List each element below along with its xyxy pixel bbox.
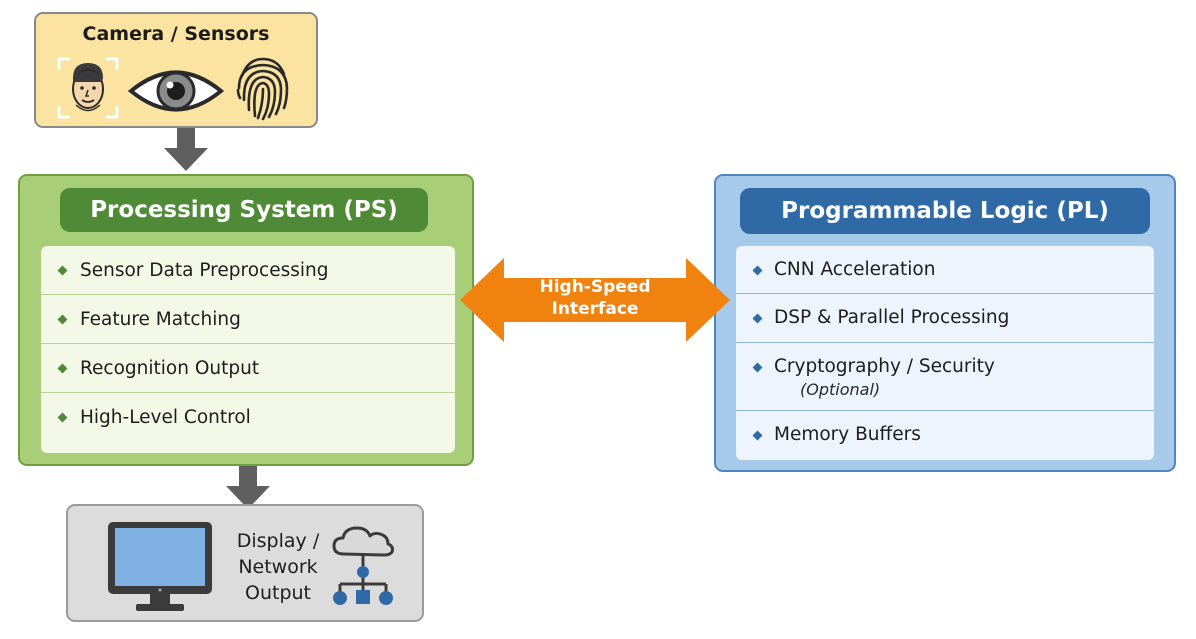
list-item: High-Level Control [41,393,455,442]
diamond-bullet-icon [752,362,763,373]
output-label-line1: Display / [236,530,320,552]
programmable-logic-block: Programmable Logic (PL) CNN Acceleration… [714,174,1176,472]
processing-system-title: Processing System (PS) [60,188,428,232]
diamond-bullet-icon [57,265,68,275]
monitor-icon [108,522,212,611]
list-item-label: High-Level Control [80,407,251,428]
interface-label-line1: High-Speed [539,277,651,297]
output-label-line3: Output [245,582,311,604]
arrow-down-icon [164,128,208,171]
list-item: Feature Matching [41,295,455,344]
camera-sensors-title: Camera / Sensors [82,23,270,45]
cloud-network-icon [332,526,394,605]
camera-sensors-block: Camera / Sensors [34,12,318,128]
list-item: Memory Buffers [736,411,1154,458]
diamond-bullet-icon [752,265,763,276]
output-label: Display / Network Output [226,528,330,606]
output-label-line2: Network [238,556,318,578]
diamond-bullet-icon [57,412,68,423]
diamond-bullet-icon [752,313,763,324]
interface-label-line2: Interface [551,299,639,319]
list-item-label: Recognition Output [80,357,260,379]
list-item-label: CNN Acceleration [774,259,936,280]
bidirectional-arrow-icon [460,258,730,342]
diamond-bullet-icon [57,363,68,373]
list-item-label: DSP & Parallel Processing [774,307,1010,328]
list-item-note: (Optional) [800,380,881,399]
list-item: Cryptography / Security (Optional) [736,343,1154,411]
fingerprint-icon [236,57,289,121]
list-item-label: Feature Matching [80,308,241,330]
diamond-bullet-icon [57,314,68,324]
face-scan-icon [57,57,119,119]
eye-icon [128,70,224,112]
list-item-label: Memory Buffers [774,424,921,445]
list-item-label: Cryptography / Security [774,356,995,377]
list-item: DSP & Parallel Processing [736,294,1154,343]
list-item: CNN Acceleration [736,246,1154,294]
display-network-output-block: Display / Network Output [66,504,424,622]
programmable-logic-title: Programmable Logic (PL) [740,188,1150,234]
list-item-text: Cryptography / Security (Optional) [774,356,995,399]
list-item-label: Sensor Data Preprocessing [80,259,329,281]
list-item: Recognition Output [41,344,455,393]
interface-label: High-Speed Interface [520,276,670,320]
processing-system-list: Sensor Data Preprocessing Feature Matchi… [41,246,455,453]
processing-system-block: Processing System (PS) Sensor Data Prepr… [18,174,474,466]
arrow-down-icon [226,466,270,509]
diamond-bullet-icon [752,430,763,441]
programmable-logic-list: CNN Acceleration DSP & Parallel Processi… [736,246,1154,460]
list-item: Sensor Data Preprocessing [41,246,455,295]
